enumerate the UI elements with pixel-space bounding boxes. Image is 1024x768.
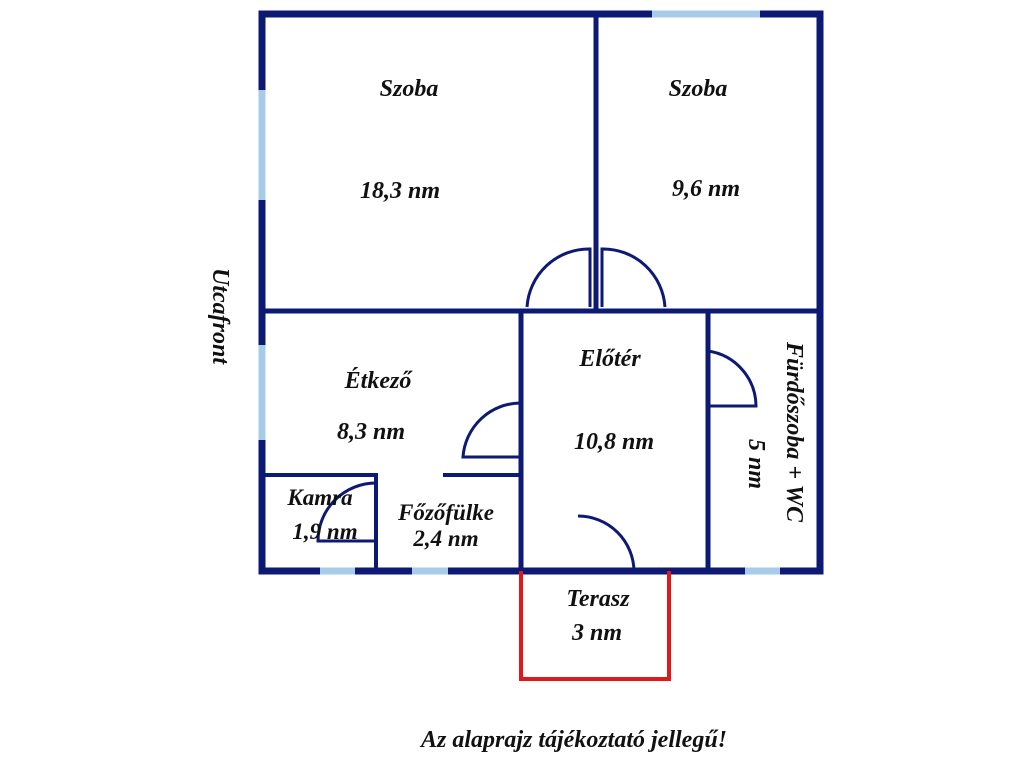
room-area-szoba-large: 18,3 nm <box>360 178 440 204</box>
room-labels: Szoba 18,3 nm Szoba 9,6 nm Étkező 8,3 nm… <box>207 76 807 753</box>
door-swing <box>461 401 522 459</box>
room-area-fozofulke: 2,4 nm <box>412 526 478 551</box>
room-name-terasz: Terasz <box>566 586 630 612</box>
terrace-border <box>519 571 671 681</box>
door-swing <box>525 247 592 308</box>
door-swing <box>316 481 377 543</box>
room-area-terasz: 3 nm <box>571 620 622 646</box>
disclaimer-text: Az alaprajz tájékoztató jellegű! <box>419 727 727 753</box>
room-area-kamra: 1,9 nm <box>292 519 357 544</box>
room-name-kamra: Kamra <box>286 485 352 510</box>
windows <box>258 10 780 575</box>
door-swings <box>316 247 758 572</box>
room-area-eloter: 10,8 nm <box>574 429 654 455</box>
room-name-eloter: Előtér <box>578 346 641 372</box>
room-area-szoba-small: 9,6 nm <box>672 176 740 202</box>
door-swing <box>707 349 758 408</box>
room-name-szoba-small: Szoba <box>669 76 728 102</box>
room-name-etkezo: Étkező <box>344 368 414 394</box>
room-name-furdoszoba: Fürdőszoba + WC <box>781 341 807 523</box>
door-swing <box>577 514 636 572</box>
room-name-szoba-large: Szoba <box>380 76 439 102</box>
room-area-etkezo: 8,3 nm <box>337 419 405 445</box>
door-swing <box>600 247 667 308</box>
room-name-fozofulke: Főzőfülke <box>397 500 494 525</box>
terrace-outline <box>519 571 671 681</box>
street-front-label: Utcafront <box>207 268 233 365</box>
room-area-furdoszoba: 5 nm <box>743 439 769 489</box>
